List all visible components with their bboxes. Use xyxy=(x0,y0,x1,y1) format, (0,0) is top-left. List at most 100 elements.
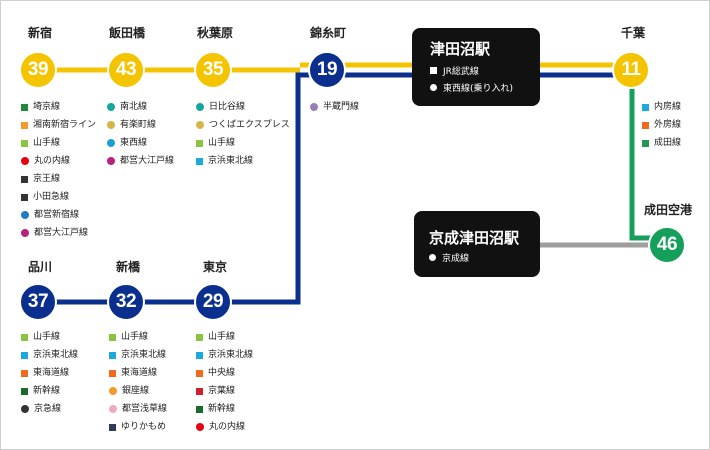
transfer-line-item: 南北線 xyxy=(107,98,174,116)
station-number-shinjuku[interactable]: 39 xyxy=(19,51,57,89)
transfer-line-label: 南北線 xyxy=(120,102,148,112)
line-circle-icon xyxy=(109,405,117,413)
circle-icon xyxy=(430,84,437,91)
line-square-icon xyxy=(21,387,28,395)
transfer-line-item: 東海道線 xyxy=(109,364,167,382)
station-number-shimbashi[interactable]: 32 xyxy=(107,283,145,321)
transfer-line-label: 都営大江戸線 xyxy=(120,156,175,166)
transfer-lines-shimbashi: 山手線京浜東北線東海道線銀座線都営浅草線ゆりかもめ xyxy=(109,328,167,436)
transfer-line-label: つくばエクスプレス xyxy=(209,120,290,130)
line-circle-icon xyxy=(21,157,29,165)
line-square-icon xyxy=(21,175,28,183)
transfer-line-label: 山手線 xyxy=(208,332,236,342)
transfer-line-item: 小田急線 xyxy=(21,188,96,206)
transfer-line-item: 京浜東北線 xyxy=(21,346,78,364)
keisei-tsudanuma-station-box[interactable]: 京成津田沼駅 京成線 xyxy=(414,211,540,277)
transfer-line-label: 京浜東北線 xyxy=(33,350,79,360)
transfer-line-label: 小田急線 xyxy=(33,192,70,202)
transfer-line-item: 日比谷線 xyxy=(196,98,290,116)
blue-line-loop xyxy=(40,72,310,305)
station-name-shinagawa: 品川 xyxy=(28,260,53,274)
transfer-line-item: 湘南新宿ライン xyxy=(21,116,96,134)
transfer-line-label: 外房線 xyxy=(654,120,682,130)
station-number-kinshicho[interactable]: 19 xyxy=(308,51,346,89)
line-square-icon xyxy=(21,351,28,359)
transfer-line-label: 中央線 xyxy=(208,368,236,378)
station-name-kinshicho: 錦糸町 xyxy=(310,26,347,40)
line-circle-icon xyxy=(196,423,204,431)
transfer-line-item: 丸の内線 xyxy=(21,152,96,170)
transfer-line-item: 山手線 xyxy=(21,328,78,346)
transfer-lines-shinagawa: 山手線京浜東北線東海道線新幹線京急線 xyxy=(21,328,78,418)
square-icon xyxy=(430,67,437,74)
transfer-line-label: 京急線 xyxy=(34,404,62,414)
transfer-line-item: つくばエクスプレス xyxy=(196,116,290,134)
transfer-line-item: 京王線 xyxy=(21,170,96,188)
line-circle-icon xyxy=(107,157,115,165)
station-number-iidabashi[interactable]: 43 xyxy=(107,51,145,89)
line-square-icon xyxy=(196,351,203,359)
station-number-tokyo[interactable]: 29 xyxy=(194,283,232,321)
transfer-line-label: 埼京線 xyxy=(33,102,61,112)
keisei-tsudanuma-title: 京成津田沼駅 xyxy=(429,229,520,247)
transfer-lines-kinshicho: 半蔵門線 xyxy=(310,98,359,116)
transfer-line-item: 東西線 xyxy=(107,134,174,152)
line-square-icon xyxy=(21,193,28,201)
line-square-icon xyxy=(642,103,649,111)
transfer-line-label: 都営浅草線 xyxy=(122,404,168,414)
transfer-line-item: 有楽町線 xyxy=(107,116,174,134)
tsudanuma-line-tozai: 東西線(乗り入れ) xyxy=(430,80,513,95)
tsudanuma-line-tozai-label: 東西線(乗り入れ) xyxy=(443,84,514,94)
transfer-line-item: 外房線 xyxy=(642,116,681,134)
tsudanuma-station-box[interactable]: 津田沼駅 JR総武線 東西線(乗り入れ) xyxy=(412,28,540,106)
transfer-line-label: 丸の内線 xyxy=(209,422,246,432)
transfer-lines-iidabashi: 南北線有楽町線東西線都営大江戸線 xyxy=(107,98,174,170)
transfer-line-item: ゆりかもめ xyxy=(109,418,167,436)
line-square-icon xyxy=(196,139,203,147)
transfer-line-label: 成田線 xyxy=(654,138,682,148)
line-square-icon xyxy=(109,369,116,377)
line-circle-icon xyxy=(109,387,117,395)
line-square-icon xyxy=(21,103,28,111)
transfer-line-item: 中央線 xyxy=(196,364,253,382)
transfer-lines-chiba: 内房線外房線成田線 xyxy=(642,98,681,152)
keisei-tsudanuma-line-label: 京成線 xyxy=(442,254,470,264)
station-number-akihabara[interactable]: 35 xyxy=(194,51,232,89)
station-name-akihabara: 秋葉原 xyxy=(197,26,234,40)
station-number-shinagawa[interactable]: 37 xyxy=(19,283,57,321)
transfer-line-item: 山手線 xyxy=(196,328,253,346)
transfer-line-label: 京王線 xyxy=(33,174,61,184)
transfer-line-label: 湘南新宿ライン xyxy=(33,120,97,130)
transfer-line-item: 丸の内線 xyxy=(196,418,253,436)
line-circle-icon xyxy=(310,103,318,111)
transfer-line-item: 山手線 xyxy=(196,134,290,152)
station-name-chiba: 千葉 xyxy=(621,26,646,40)
line-circle-icon xyxy=(196,121,204,129)
station-number-narita-airport[interactable]: 46 xyxy=(648,226,686,264)
line-circle-icon xyxy=(107,139,115,147)
line-circle-icon xyxy=(196,103,204,111)
transfer-line-item: 京葉線 xyxy=(196,382,253,400)
line-square-icon xyxy=(196,157,203,165)
station-name-narita-airport: 成田空港 xyxy=(644,203,693,217)
transfer-line-label: 丸の内線 xyxy=(34,156,71,166)
transfer-line-label: 山手線 xyxy=(121,332,149,342)
transfer-line-label: 内房線 xyxy=(654,102,682,112)
transfer-line-label: 東西線 xyxy=(120,138,148,148)
transfer-lines-shinjuku: 埼京線湘南新宿ライン山手線丸の内線京王線小田急線都営新宿線都営大江戸線 xyxy=(21,98,96,242)
line-square-icon xyxy=(21,139,28,147)
transfer-line-item: 銀座線 xyxy=(109,382,167,400)
transfer-line-label: 京浜東北線 xyxy=(208,156,254,166)
transfer-line-label: 有楽町線 xyxy=(120,120,157,130)
transfer-line-item: 成田線 xyxy=(642,134,681,152)
line-square-icon xyxy=(21,333,28,341)
station-number-chiba[interactable]: 11 xyxy=(612,51,650,89)
transfer-line-item: 京浜東北線 xyxy=(196,152,290,170)
transfer-line-label: 東海道線 xyxy=(121,368,158,378)
transfer-line-label: 半蔵門線 xyxy=(323,102,360,112)
transfer-line-label: 新幹線 xyxy=(33,386,61,396)
transfer-line-label: 山手線 xyxy=(33,332,61,342)
line-circle-icon xyxy=(21,229,29,237)
